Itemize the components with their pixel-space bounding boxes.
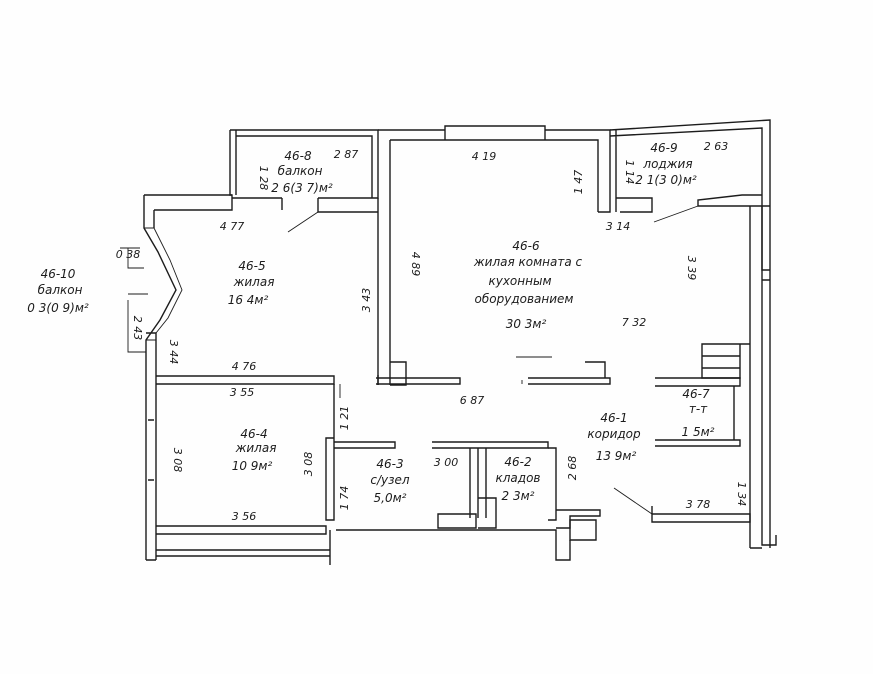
svg-text:оборудованием: оборудованием [475, 292, 574, 306]
room-46-6: 46-6 жилая комната с кухонным оборудован… [473, 239, 583, 331]
svg-text:1 34: 1 34 [735, 482, 748, 507]
svg-text:3 08: 3 08 [302, 452, 315, 477]
svg-text:46-2: 46-2 [504, 455, 531, 469]
svg-text:3 55: 3 55 [230, 386, 255, 399]
svg-text:3 43: 3 43 [360, 288, 373, 313]
svg-text:жилая: жилая [233, 275, 275, 289]
room-46-2: 46-2 кладов 2 3м² [496, 455, 541, 503]
svg-text:кладов: кладов [496, 471, 541, 485]
svg-text:1 47: 1 47 [572, 170, 585, 195]
dimension-labels: 2 87 1 28 4 19 2 63 1 14 1 47 4 77 3 14 … [116, 140, 748, 523]
svg-text:2 68: 2 68 [566, 456, 579, 481]
svg-text:1 21: 1 21 [338, 406, 351, 431]
svg-text:т-т: т-т [689, 402, 708, 416]
svg-text:2 6(3 7)м²: 2 6(3 7)м² [271, 181, 333, 195]
svg-text:46-7: 46-7 [682, 387, 710, 401]
svg-text:3 14: 3 14 [606, 220, 631, 233]
svg-text:13 9м²: 13 9м² [596, 449, 637, 463]
svg-text:1 14: 1 14 [623, 160, 636, 185]
svg-text:2 3м²: 2 3м² [502, 489, 535, 503]
svg-text:4 19: 4 19 [472, 150, 497, 163]
svg-text:46-1: 46-1 [600, 411, 627, 425]
room-46-10: 46-10 балкон 0 3(0 9)м² [27, 267, 89, 315]
svg-text:6 87: 6 87 [460, 394, 485, 407]
room-46-5: 46-5 жилая 16 4м² [228, 259, 275, 307]
svg-text:2 1(3 0)м²: 2 1(3 0)м² [635, 173, 697, 187]
svg-text:лоджия: лоджия [642, 157, 692, 171]
svg-text:46-8: 46-8 [284, 149, 312, 163]
svg-text:4 89: 4 89 [409, 252, 422, 277]
svg-text:3 39: 3 39 [685, 256, 698, 281]
svg-text:жилая комната с: жилая комната с [473, 255, 583, 269]
svg-text:5,0м²: 5,0м² [374, 491, 407, 505]
svg-text:46-3: 46-3 [376, 457, 403, 471]
svg-text:4 76: 4 76 [232, 360, 257, 373]
svg-text:1 5м²: 1 5м² [682, 425, 715, 439]
svg-text:1 74: 1 74 [338, 486, 351, 511]
svg-text:0 38: 0 38 [116, 248, 141, 261]
svg-text:2 43: 2 43 [131, 316, 144, 341]
svg-text:балкон: балкон [278, 164, 323, 178]
room-46-9: 46-9 лоджия 2 1(3 0)м² [635, 141, 697, 187]
svg-text:7 32: 7 32 [622, 316, 647, 329]
svg-text:с/узел: с/узел [370, 473, 410, 487]
svg-text:балкон: балкон [38, 283, 83, 297]
svg-text:4 77: 4 77 [220, 220, 245, 233]
walls [143, 119, 777, 565]
svg-text:3 08: 3 08 [171, 448, 184, 473]
door-swings [120, 205, 699, 515]
svg-text:46-10: 46-10 [41, 267, 76, 281]
svg-text:3 78: 3 78 [686, 498, 711, 511]
svg-text:1 28: 1 28 [257, 166, 270, 191]
svg-text:46-4: 46-4 [240, 427, 267, 441]
room-46-3: 46-3 с/узел 5,0м² [370, 457, 410, 505]
svg-text:2 87: 2 87 [334, 148, 359, 161]
svg-text:жилая: жилая [235, 441, 277, 455]
svg-text:30 3м²: 30 3м² [506, 317, 547, 331]
room-46-8: 46-8 балкон 2 6(3 7)м² [271, 149, 333, 195]
svg-text:3 44: 3 44 [167, 340, 180, 365]
svg-text:46-5: 46-5 [238, 259, 265, 273]
svg-text:10 9м²: 10 9м² [232, 459, 273, 473]
room-46-4: 46-4 жилая 10 9м² [232, 427, 277, 473]
svg-text:коридор: коридор [587, 427, 641, 441]
svg-text:0 3(0 9)м²: 0 3(0 9)м² [27, 301, 89, 315]
svg-text:46-6: 46-6 [512, 239, 540, 253]
svg-text:кухонным: кухонным [488, 274, 551, 288]
svg-text:3 00: 3 00 [434, 456, 459, 469]
svg-text:16 4м²: 16 4м² [228, 293, 269, 307]
svg-text:46-9: 46-9 [650, 141, 677, 155]
svg-text:2 63: 2 63 [704, 140, 729, 153]
room-46-1: 46-1 коридор 13 9м² [587, 411, 641, 463]
svg-text:3 56: 3 56 [232, 510, 257, 523]
room-46-7: 46-7 т-т 1 5м² [682, 387, 715, 439]
